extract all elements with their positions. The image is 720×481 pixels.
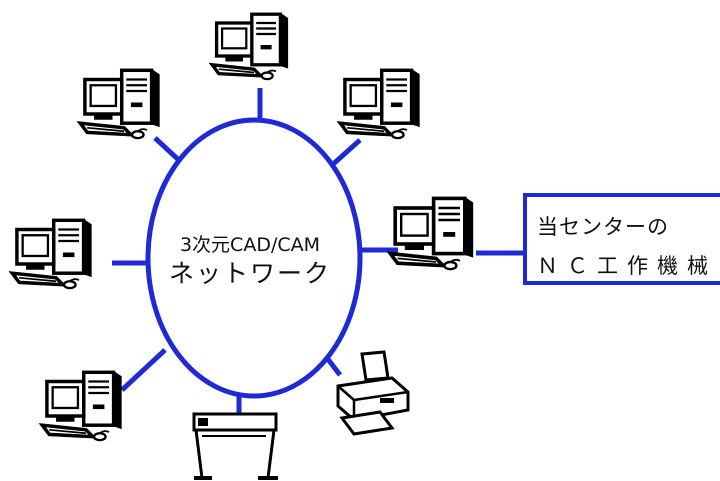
printer-icon <box>336 350 410 436</box>
computer-icon <box>338 68 421 140</box>
network-label: 3次元CAD/CAM ネットワーク <box>150 232 350 290</box>
computer-icon <box>10 218 93 290</box>
computer-icon <box>40 370 123 442</box>
link-lower-left <box>120 348 167 392</box>
network-title-line2: ネットワーク <box>168 259 331 288</box>
network-ring <box>145 117 363 399</box>
link-upper-right <box>329 138 362 168</box>
plotter-icon <box>192 412 278 480</box>
nc-machine-box: 当センターの ＮＣ工作機械 <box>523 193 720 285</box>
nc-box-line2: ＮＣ工作機械 <box>537 254 717 278</box>
network-links <box>112 88 523 420</box>
network-title-line1: 3次元CAD/CAM <box>179 234 321 256</box>
computer-icon <box>210 12 289 81</box>
computer-icon <box>78 68 161 140</box>
computer-icon <box>388 196 474 272</box>
nc-box-line1: 当センターの <box>537 215 669 239</box>
